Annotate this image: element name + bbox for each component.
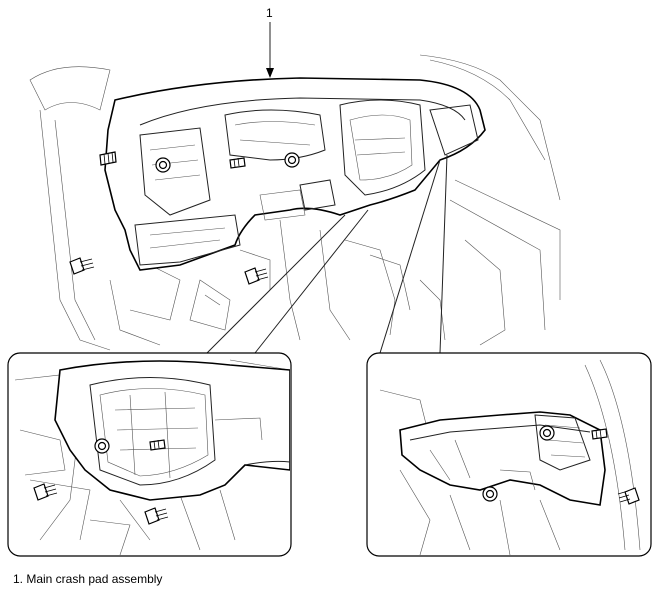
detail-view-left (7, 352, 292, 557)
detail-view-right (366, 352, 652, 557)
bolt-icon (94, 438, 110, 454)
bolt-icon (482, 486, 498, 502)
bolt-icon (33, 483, 58, 501)
bolt-icon (69, 257, 95, 275)
figure-caption: 1. Main crash pad assembly (13, 572, 163, 586)
bolt-icon (244, 267, 269, 285)
bolt-icon (99, 151, 117, 166)
main-view (29, 22, 561, 354)
bolt-icon (591, 428, 608, 440)
bolt-icon (284, 152, 300, 168)
bolt-icon (149, 439, 166, 451)
bolt-icon (539, 425, 555, 441)
bolt-icon (617, 487, 640, 505)
bolt-icon (155, 157, 171, 173)
bolt-icon (144, 507, 169, 525)
callout-number: 1 (266, 6, 273, 20)
bolt-icon (229, 157, 246, 169)
